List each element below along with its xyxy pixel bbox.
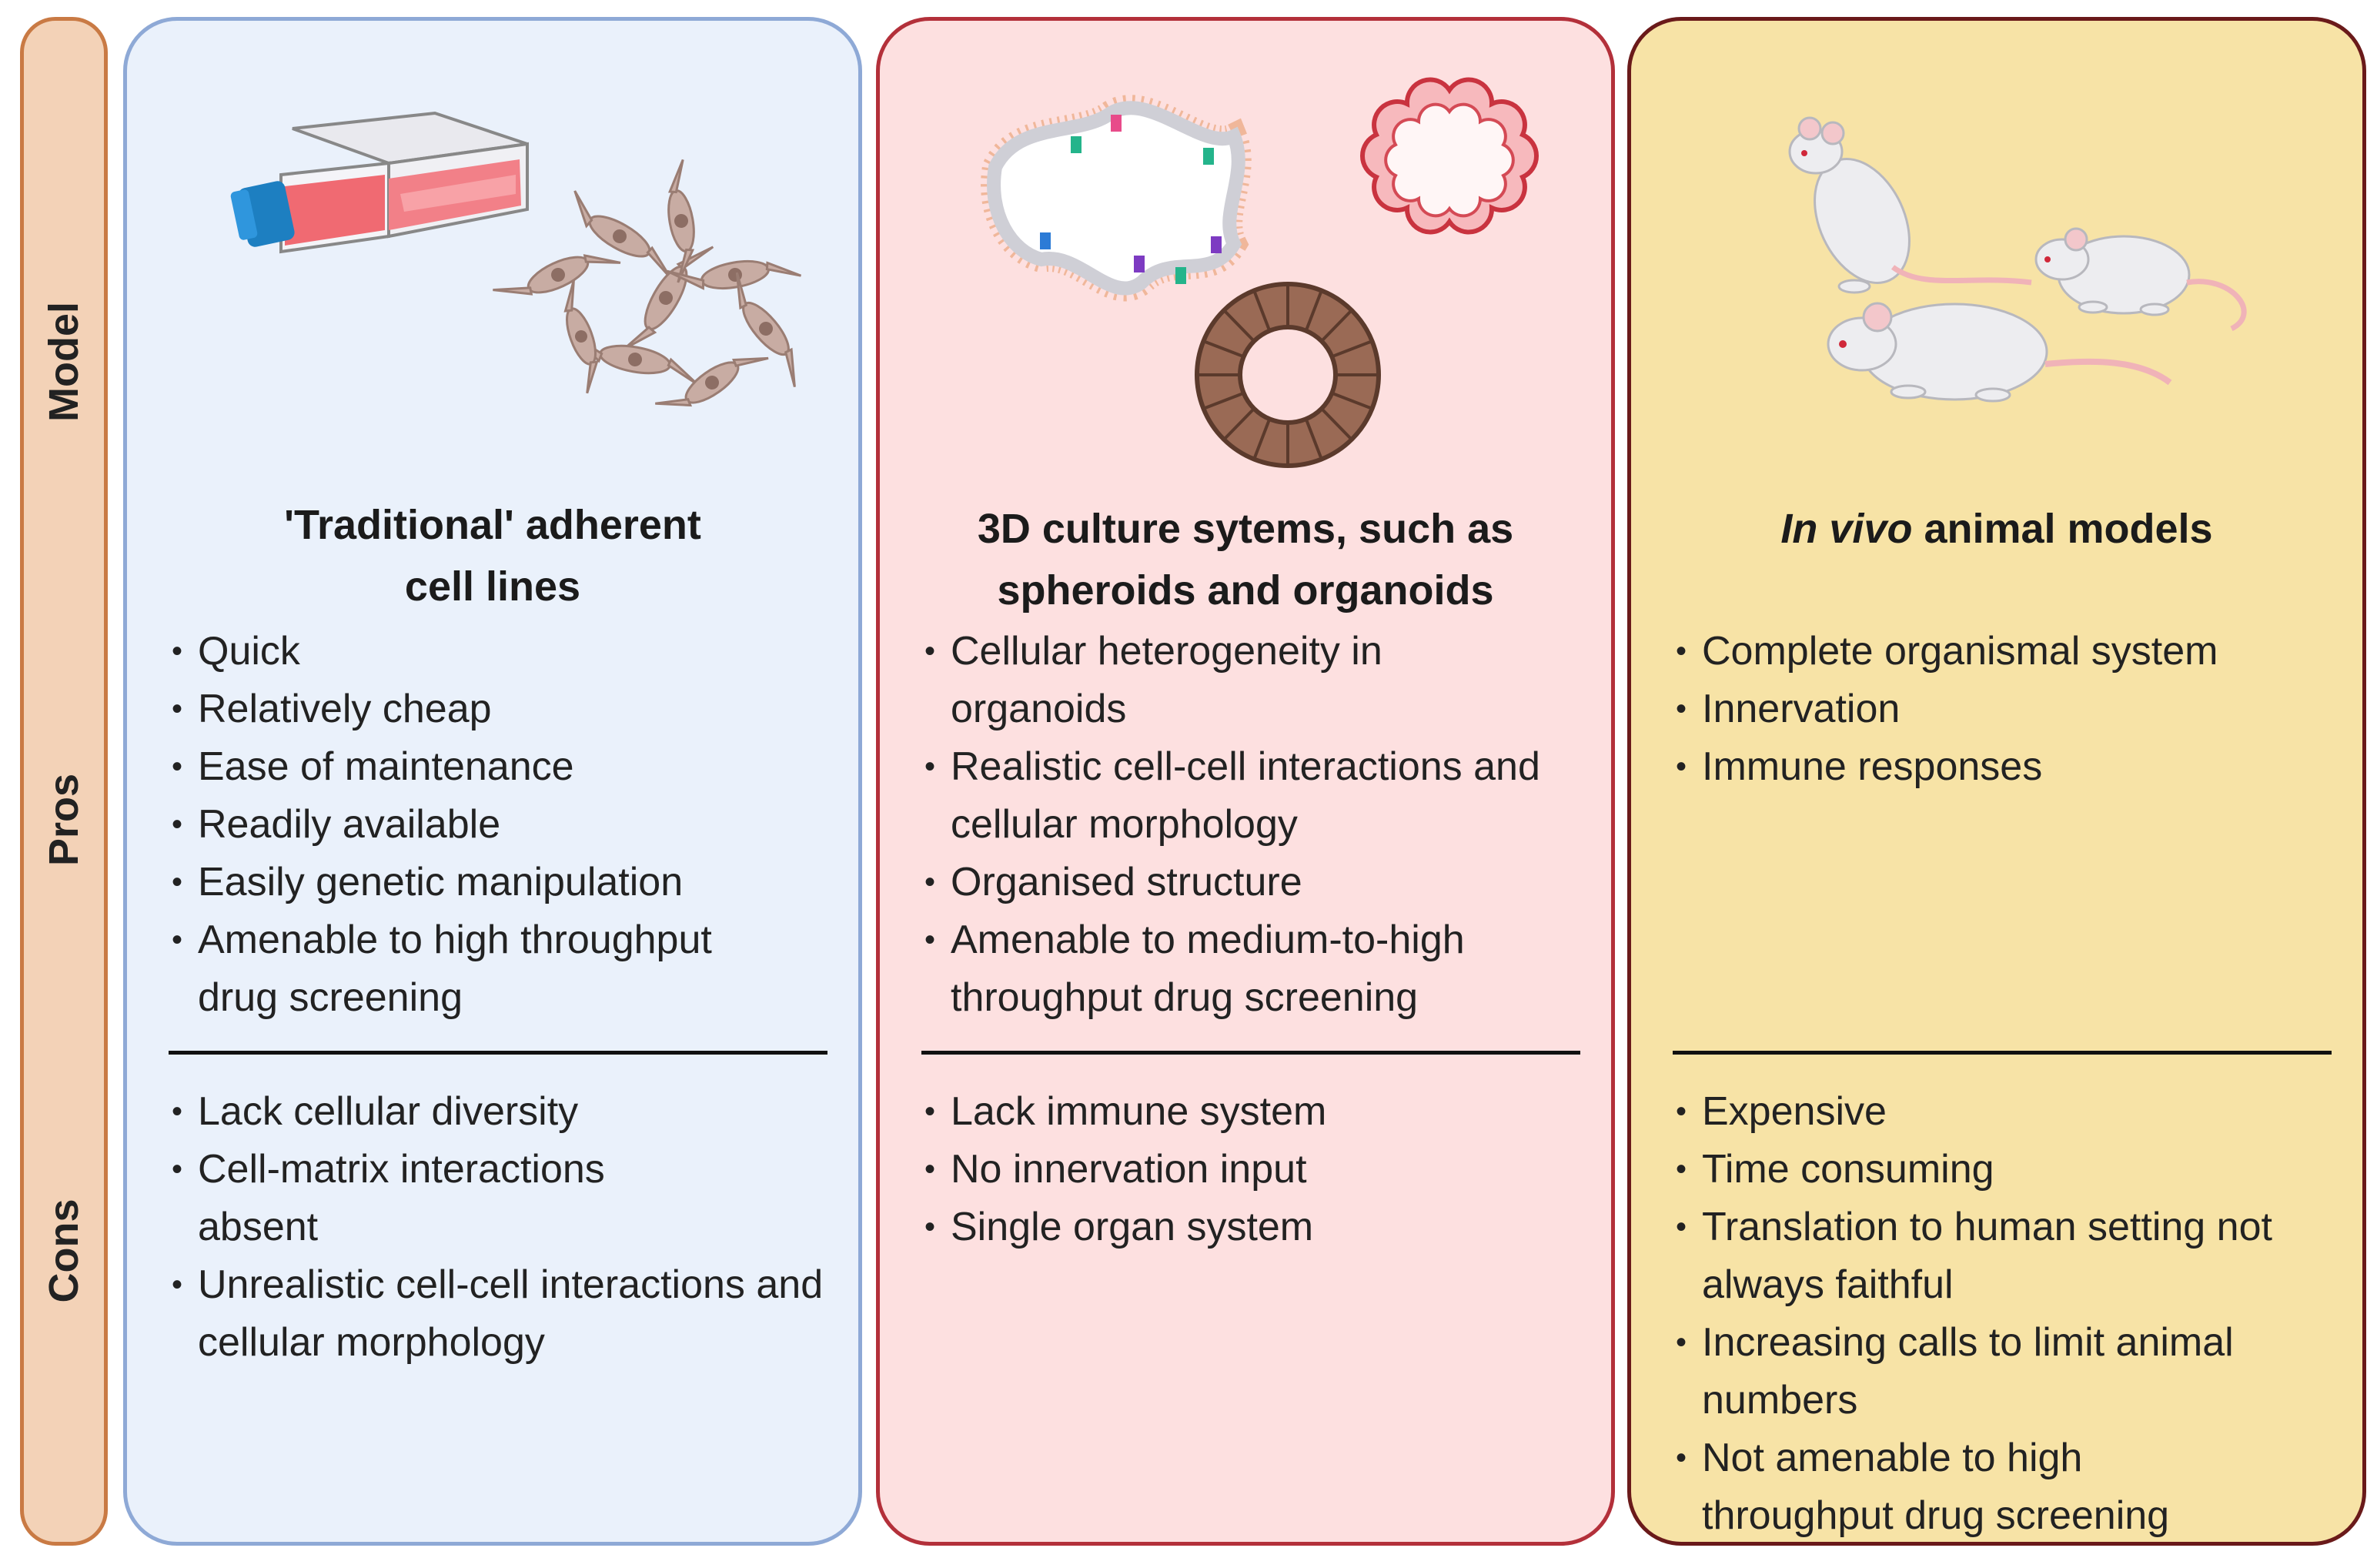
- panel-cell-lines-title: 'Traditional' adherent cell lines: [127, 494, 858, 617]
- panel-in-vivo-cons: Expensive Time consuming Translation to …: [1676, 1083, 2353, 1545]
- title-line: cell lines: [404, 563, 581, 610]
- title-line: 'Traditional' adherent: [284, 502, 701, 548]
- mouse-icon: [1788, 116, 2032, 294]
- cons-item: Cell-matrix interactions absent: [172, 1141, 690, 1256]
- pros-item: Amenable to high throughput drug screeni…: [172, 911, 798, 1027]
- pros-item: Complete organismal system: [1676, 623, 2353, 680]
- mouse-icon: [1827, 302, 2172, 403]
- pros-item: Readily available: [172, 796, 849, 854]
- pros-cons-divider: [921, 1051, 1580, 1055]
- pros-cons-divider: [169, 1051, 827, 1055]
- cons-item: Single organ system: [924, 1199, 1602, 1256]
- cell-culture-flask-icon: [230, 111, 529, 254]
- title-line: In vivo animal models: [1631, 498, 2362, 560]
- pros-item: Relatively cheap: [172, 680, 849, 738]
- panel-cell-lines: 'Traditional' adherent cell lines Quick …: [123, 17, 862, 1546]
- mouse-icon: [2034, 227, 2247, 332]
- row-label-model: Model: [41, 302, 87, 422]
- pros-item: Organised structure: [924, 854, 1602, 911]
- pros-cons-divider: [1673, 1051, 2332, 1055]
- cons-item: Lack cellular diversity: [172, 1083, 849, 1141]
- cons-item: Lack immune system: [924, 1083, 1602, 1141]
- panel-3d-culture-title: 3D culture sytems, such as spheroids and…: [880, 498, 1611, 621]
- row-label-bar: [20, 17, 108, 1546]
- epithelial-ring-organoid-icon: [1195, 282, 1381, 468]
- pros-item: Immune responses: [1676, 738, 2353, 796]
- row-label-pros: Pros: [41, 773, 87, 867]
- row-label-cons: Cons: [41, 1199, 87, 1303]
- cons-item: Time consuming: [1676, 1141, 2353, 1199]
- cons-item: No innervation input: [924, 1141, 1602, 1199]
- panel-in-vivo-title: In vivo animal models: [1631, 498, 2362, 560]
- panel-in-vivo: In vivo animal models Complete organisma…: [1627, 17, 2366, 1546]
- pros-item: Innervation: [1676, 680, 2353, 738]
- pros-item: Ease of maintenance: [172, 738, 849, 796]
- pros-item: Realistic cell-cell interactions and cel…: [924, 738, 1566, 854]
- panel-3d-culture-pros: Cellular heterogeneity in organoids Real…: [924, 623, 1602, 1027]
- panel-3d-culture-illustration: [981, 77, 1540, 468]
- intestinal-organoid-icon: [981, 95, 1252, 302]
- panel-cell-lines-pros: Quick Relatively cheap Ease of maintenan…: [172, 623, 849, 1027]
- panel-cell-lines-cons: Lack cellular diversity Cell-matrix inte…: [172, 1083, 849, 1372]
- panel-3d-culture-cons: Lack immune system No innervation input …: [924, 1083, 1602, 1256]
- pros-item: Cellular heterogeneity in organoids: [924, 623, 1459, 738]
- adherent-cells-icon: [493, 159, 802, 407]
- panel-in-vivo-pros: Complete organismal system Innervation I…: [1676, 623, 2353, 796]
- cons-item: Not amenable to high throughput drug scr…: [1676, 1429, 2272, 1545]
- cons-item: Unrealistic cell-cell interactions and c…: [172, 1256, 829, 1372]
- cons-item: Expensive: [1676, 1083, 2353, 1141]
- panel-in-vivo-illustration: [1788, 116, 2247, 403]
- spheroid-icon: [1359, 77, 1540, 235]
- title-rest: animal models: [1912, 506, 2213, 552]
- title-line: 3D culture sytems, such as: [977, 506, 1514, 552]
- panel-3d-culture: 3D culture sytems, such as spheroids and…: [876, 17, 1615, 1546]
- panel-cell-lines-illustration: [230, 111, 802, 407]
- cons-item: Translation to human setting not always …: [1676, 1199, 2310, 1314]
- pros-item: Easily genetic manipulation: [172, 854, 849, 911]
- pros-item: Amenable to medium-to-high throughput dr…: [924, 911, 1566, 1027]
- cons-item: Increasing calls to limit animal numbers: [1676, 1314, 2333, 1429]
- title-line: spheroids and organoids: [997, 567, 1494, 613]
- title-italic: In vivo: [1780, 506, 1913, 552]
- pros-item: Quick: [172, 623, 849, 680]
